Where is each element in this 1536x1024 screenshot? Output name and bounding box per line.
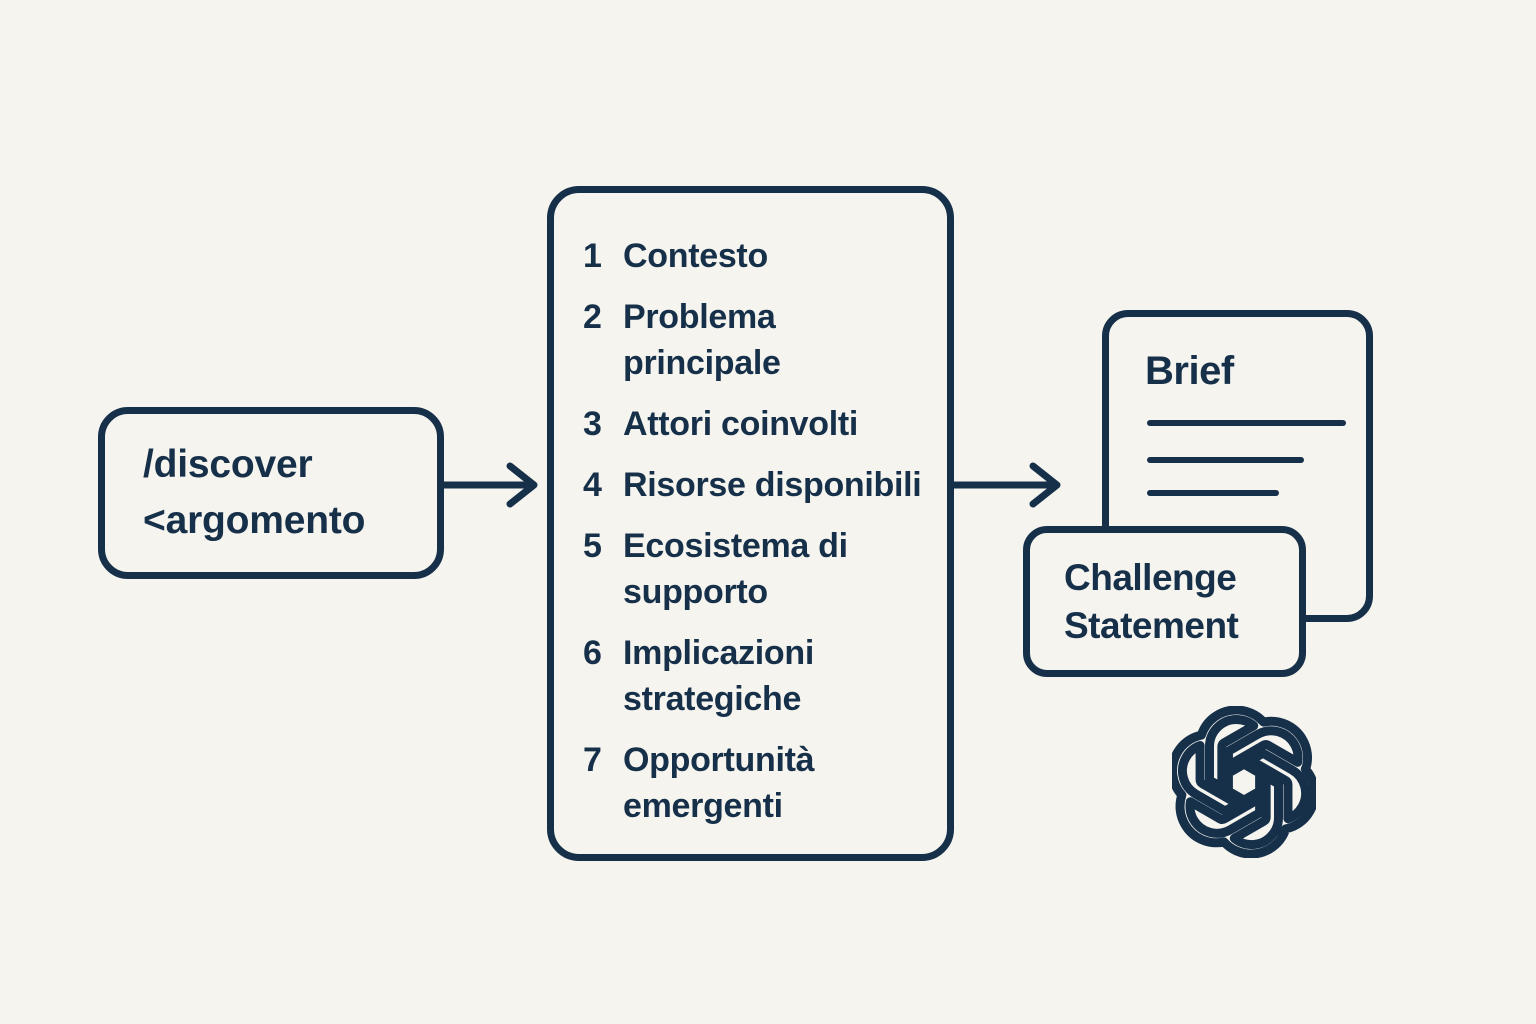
openai-logo: [1172, 706, 1316, 858]
arrow-steps-to-brief: [948, 462, 1061, 508]
step-label: Opportunità emergenti: [623, 741, 815, 825]
step-number: 7: [583, 741, 602, 779]
list-item: 3 Attori coinvolti: [583, 401, 937, 447]
list-item: 1 Contesto: [583, 233, 937, 279]
discover-command-line-2: <argomento: [143, 499, 366, 542]
list-item: 6 Implicazioni strategiche: [583, 630, 937, 722]
step-number: 1: [583, 237, 602, 275]
discover-command-box[interactable]: /discover <argomento: [98, 407, 444, 579]
steps-card: 1 Contesto 2 Problema principale 3 Attor…: [547, 186, 954, 861]
step-number: 2: [583, 298, 602, 336]
challenge-statement-card: Challenge Statement: [1023, 526, 1306, 677]
step-label: Contesto: [623, 237, 768, 275]
step-label: Attori coinvolti: [623, 405, 859, 443]
brief-text-rule: [1147, 420, 1346, 426]
step-label: Problema principale: [623, 298, 781, 382]
step-label: Ecosistema di supporto: [623, 527, 848, 611]
list-item: 2 Problema principale: [583, 294, 937, 386]
list-item: 4 Risorse disponibili: [583, 462, 937, 508]
discover-command-line-1: /discover: [143, 443, 313, 486]
step-label: Implicazioni strategiche: [623, 634, 814, 718]
brief-title: Brief: [1145, 349, 1234, 393]
steps-list: 1 Contesto 2 Problema principale 3 Attor…: [583, 233, 937, 844]
arrow-discover-to-steps: [440, 462, 538, 508]
step-number: 4: [583, 466, 602, 504]
challenge-statement-line-2: Statement: [1064, 604, 1239, 646]
list-item: 7 Opportunità emergenti: [583, 737, 937, 829]
step-number: 6: [583, 634, 602, 672]
step-number: 3: [583, 405, 602, 443]
list-item: 5 Ecosistema di supporto: [583, 523, 937, 615]
step-number: 5: [583, 527, 602, 565]
brief-text-rule: [1147, 457, 1304, 463]
challenge-statement-line-1: Challenge: [1064, 556, 1237, 598]
step-label: Risorse disponibili: [623, 466, 922, 504]
brief-text-rule: [1147, 490, 1279, 496]
